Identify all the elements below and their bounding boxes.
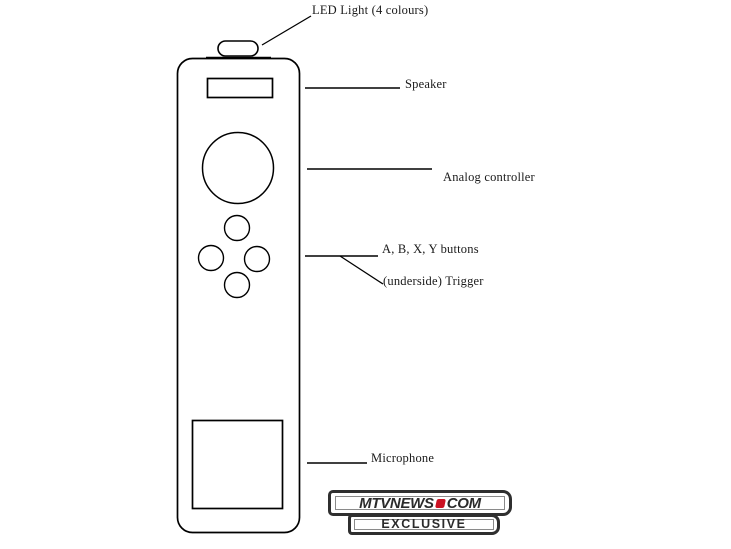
callout-label-microphone: Microphone (371, 451, 435, 465)
callout-label-analog-controller: Analog controller (443, 170, 535, 184)
face-button-top-circle (223, 214, 251, 242)
callout-label-led: LED Light (4 colours) (312, 3, 429, 17)
face-button-left-circle (197, 244, 225, 272)
watermark-domain-before-dot: MTVNEWS (359, 494, 434, 512)
microphone-square (191, 419, 284, 510)
speaker-rect (206, 77, 274, 99)
watermark-bottom-inner-border: EXCLUSIVE (354, 517, 494, 532)
led-leader-line (261, 15, 312, 46)
trigger-leader-line (339, 255, 384, 285)
callout-label-abxy-buttons: A, B, X, Y buttons (382, 242, 479, 256)
face-button-right-circle (243, 245, 271, 273)
callout-label-trigger: (underside) Trigger (383, 274, 484, 288)
analog-stick-circle (201, 131, 275, 205)
watermark-bottom-bar: EXCLUSIVE (348, 514, 500, 535)
watermark-top-inner-border: MTVNEWS COM (335, 496, 505, 511)
face-button-bottom-circle (223, 271, 251, 299)
led-light-pill (217, 40, 259, 57)
watermark-domain-after-dot: COM (446, 494, 481, 512)
callout-label-speaker: Speaker (405, 77, 447, 91)
watermark-red-dot-icon (434, 498, 446, 508)
watermark-exclusive-text: EXCLUSIVE (381, 517, 467, 532)
watermark-domain-text: MTVNEWS COM (359, 496, 481, 511)
mtvnews-exclusive-watermark: MTVNEWS COM EXCLUSIVE (322, 488, 518, 539)
watermark-top-bar: MTVNEWS COM (328, 490, 512, 516)
